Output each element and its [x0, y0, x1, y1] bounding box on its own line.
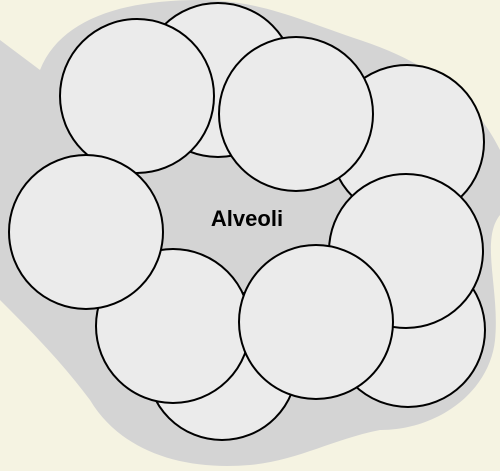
alveolus-bottom-center	[239, 245, 393, 399]
alveoli-label: Alveoli	[211, 206, 283, 231]
alveolus-left	[9, 155, 163, 309]
alveolus-top-right	[219, 37, 373, 191]
alveolus-top-left	[60, 19, 214, 173]
